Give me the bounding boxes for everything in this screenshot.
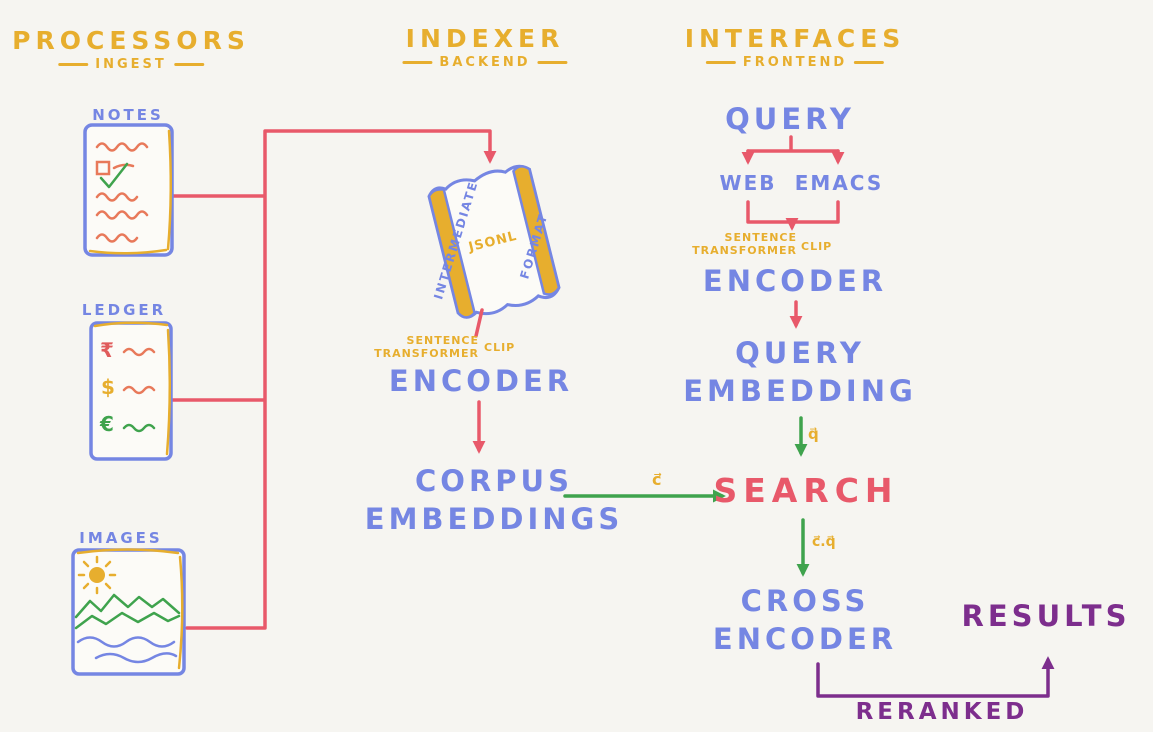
dollar-symbol: $ <box>101 375 115 399</box>
indexer-model-clip-label: CLIP <box>484 341 516 354</box>
corpus-embeddings-node: CORPUS EMBEDDINGS <box>365 462 623 538</box>
clients-merge-connector <box>746 200 840 224</box>
indexer-column-title: INDEXER <box>405 24 565 53</box>
subtitle-rule <box>173 63 204 66</box>
query-embedding-node: QUERY EMBEDDING <box>683 334 917 410</box>
interfaces-column-subtitle: FRONTEND <box>705 55 885 70</box>
cross-encoder-node: CROSS ENCODER <box>713 582 897 658</box>
cross-encoder-line1: CROSS <box>740 584 870 618</box>
ingest-connector <box>171 129 490 630</box>
similarity-label: c⃗.q⃗ <box>812 534 836 550</box>
ledger-card-icon <box>89 321 173 461</box>
query-node: QUERY <box>725 102 855 136</box>
images-card-icon <box>71 548 186 676</box>
scroll-to-model-connector <box>474 308 484 338</box>
jsonl-scroll-icon <box>427 164 561 319</box>
reranked-label: RERANKED <box>855 699 1029 725</box>
indexer-encoder-node: ENCODER <box>388 364 574 398</box>
results-node: RESULTS <box>961 599 1131 633</box>
interfaces-encoder-node: ENCODER <box>702 264 888 298</box>
indexer-column-subtitle: BACKEND <box>402 55 568 70</box>
interfaces-model-label: SENTENCE TRANSFORMER <box>692 231 797 257</box>
indexer-model-label: SENTENCE TRANSFORMER <box>374 334 479 360</box>
cross-encoder-line2: ENCODER <box>712 622 898 656</box>
river-icon <box>76 636 178 664</box>
processors-column-title: PROCESSORS <box>12 26 250 55</box>
interfaces-column-title: INTERFACES <box>684 24 906 53</box>
query-embedding-line2: EMBEDDING <box>683 374 917 408</box>
indexer-model-line2: TRANSFORMER <box>374 347 479 360</box>
search-node: SEARCH <box>713 471 899 510</box>
interfaces-subtitle-text: FRONTEND <box>742 55 848 70</box>
corpus-embeddings-line1: CORPUS <box>415 464 573 498</box>
emacs-client-node: EMACS <box>794 171 884 195</box>
subtitle-rule <box>854 61 885 64</box>
interfaces-model-clip-label: CLIP <box>801 240 833 253</box>
indexer-subtitle-text: BACKEND <box>439 55 531 70</box>
ledger-label: LEDGER <box>81 301 167 319</box>
subtitle-rule <box>705 61 736 64</box>
query-vector-label: q⃗ <box>808 425 819 443</box>
subtitle-rule <box>402 61 433 64</box>
subtitle-rule <box>537 61 568 64</box>
crossencoder-to-results-connector <box>816 656 1055 698</box>
rupee-symbol: ₹ <box>100 338 114 362</box>
corpus-vector-label: c⃗ <box>652 470 662 489</box>
query-embedding-line1: QUERY <box>735 336 865 370</box>
euro-symbol: € <box>100 412 114 436</box>
interfaces-model-line1: SENTENCE <box>724 231 797 244</box>
query-split-connector <box>746 135 840 153</box>
processors-subtitle-text: INGEST <box>95 57 167 72</box>
subtitle-rule <box>58 63 89 66</box>
corpus-embeddings-line2: EMBEDDINGS <box>364 502 624 536</box>
web-client-node: WEB <box>719 171 777 195</box>
sun-icon <box>77 555 117 595</box>
notes-label: NOTES <box>92 106 164 124</box>
notes-card-icon <box>83 123 174 257</box>
interfaces-model-line2: TRANSFORMER <box>692 244 797 257</box>
processors-column-subtitle: INGEST <box>58 57 204 72</box>
indexer-model-line1: SENTENCE <box>406 334 479 347</box>
mountains-icon <box>74 593 181 630</box>
images-label: IMAGES <box>79 529 163 547</box>
